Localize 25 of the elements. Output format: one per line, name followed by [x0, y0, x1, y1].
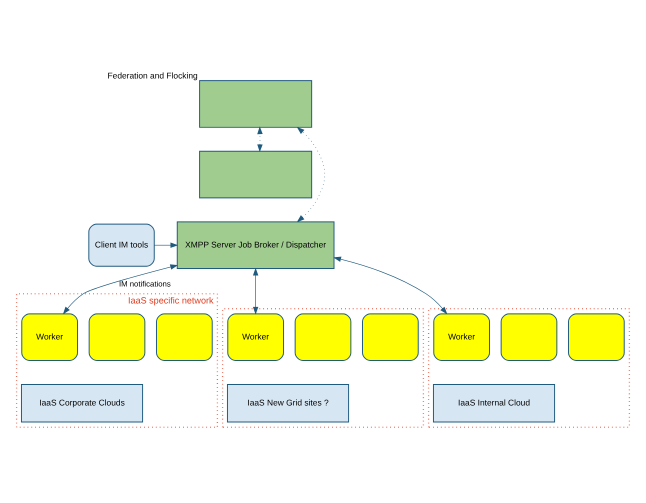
node-box: [88, 312, 146, 360]
node-box: [199, 80, 312, 128]
node-box: Worker: [227, 312, 284, 360]
arrow: [333, 256, 448, 314]
arrow: [154, 242, 178, 248]
node-box: XMPP Server Job Broker / Dispatcher: [176, 220, 334, 268]
arrow: [62, 264, 178, 314]
node-box: IaaS Internal Cloud: [432, 384, 556, 422]
node-box: [199, 150, 312, 198]
node-box: IaaS Corporate Clouds: [20, 384, 144, 422]
cluster: [428, 308, 630, 428]
node-box: [568, 312, 625, 360]
arrow: [252, 267, 258, 314]
node-label: Federation and Flocking: [108, 70, 198, 80]
node-box: [294, 312, 352, 360]
arrow: [296, 126, 326, 222]
node-box: [500, 312, 558, 360]
node-box: [362, 312, 419, 360]
node-box: Worker: [21, 312, 78, 360]
node-box: [156, 312, 213, 360]
arrow: [257, 126, 263, 152]
node-box: Client IM tools: [88, 223, 155, 266]
cluster: [222, 308, 424, 428]
node-box: Worker: [433, 312, 490, 360]
node-box: IaaS New Grid sites ?: [226, 384, 350, 422]
